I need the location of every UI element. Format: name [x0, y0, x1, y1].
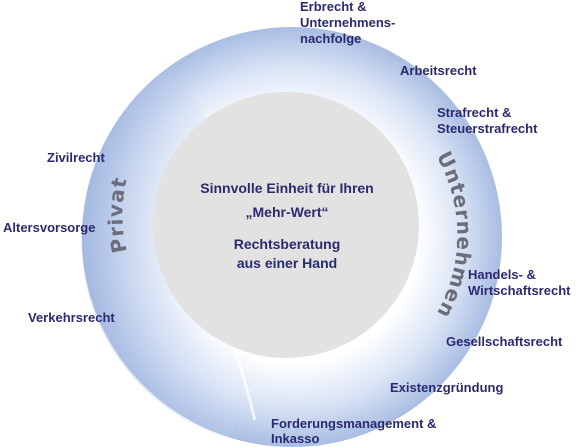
topic-handelsrecht-line2: Wirtschaftsrecht — [468, 283, 571, 298]
topic-gesellschaftsrecht: Gesellschaftsrecht — [446, 334, 563, 349]
topic-strafrecht-line2: Steuerstrafrecht — [437, 121, 538, 136]
topic-existenzgruendung: Existenzgründung — [390, 380, 503, 395]
center-text-line4: aus einer Hand — [237, 255, 337, 271]
topic-erbrecht-line3: nachfolge — [300, 31, 361, 46]
topic-verkehrsrecht: Verkehrsrecht — [28, 310, 115, 325]
topic-arbeitsrecht: Arbeitsrecht — [400, 63, 477, 78]
area-label-private: Privat — [103, 175, 131, 255]
center-circle — [153, 92, 419, 358]
center-text-line2: „Mehr-Wert“ — [246, 204, 329, 220]
topic-forderung-line1: Forderungsmanagement & — [271, 416, 436, 431]
topic-strafrecht-line1: Strafrecht & — [437, 105, 511, 120]
center-text-line3: Rechtsberatung — [234, 236, 341, 252]
topic-erbrecht-line2: Unternehmens- — [300, 15, 395, 30]
topic-zivilrecht: Zivilrecht — [47, 150, 105, 165]
topic-altersvorsorge: Altersvorsorge — [3, 220, 95, 235]
topic-handelsrecht-line1: Handels- & — [468, 267, 536, 282]
area-label-private-path: Privat — [103, 175, 130, 255]
inner-divider — [233, 348, 257, 421]
topic-erbrecht-line1: Erbrecht & — [300, 0, 366, 14]
center-text-line1: Sinnvolle Einheit für Ihren — [200, 180, 373, 196]
topic-forderung-line2: Inkasso — [271, 431, 319, 446]
